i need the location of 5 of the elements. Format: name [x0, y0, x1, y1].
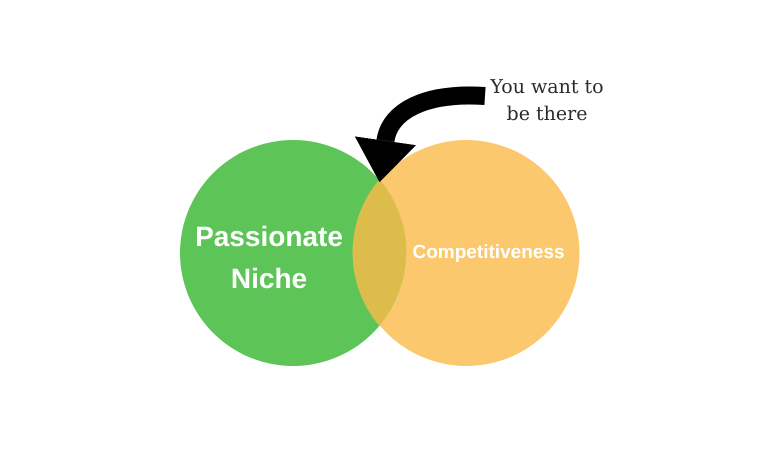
circle-label: Competitiveness [411, 241, 566, 265]
curved-arrow [355, 86, 486, 182]
overlap-region [353, 180, 406, 326]
callout-text: You want to be there [485, 74, 609, 128]
circle-label: Passionate Niche [194, 220, 344, 296]
